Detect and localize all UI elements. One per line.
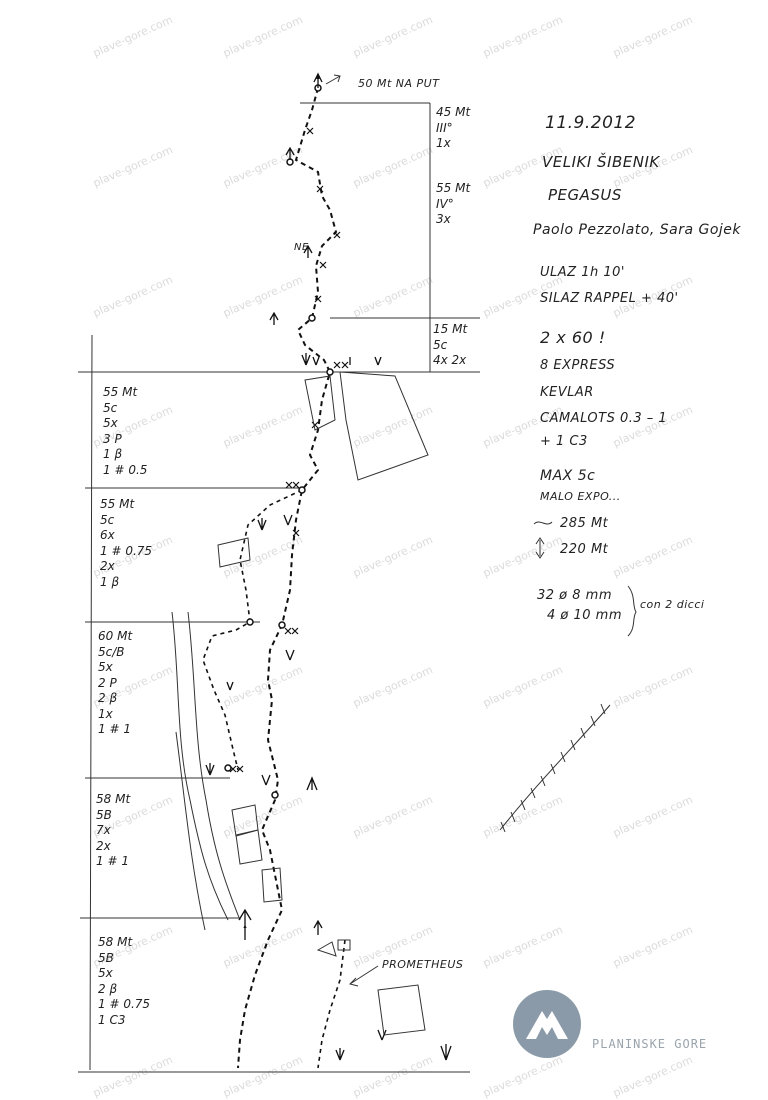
prometheus-line — [317, 939, 346, 1069]
slab-hatch — [500, 703, 606, 833]
height-arrow — [535, 537, 545, 559]
belay-station — [298, 486, 306, 494]
quickdraws: 8 EXPRESS — [540, 358, 616, 373]
length-glyph — [533, 521, 553, 525]
tree-icon — [303, 244, 313, 258]
belay-station — [308, 314, 316, 322]
tree-icon — [285, 146, 295, 160]
rock-block — [316, 941, 337, 957]
bolts-note: con 2 dicci — [640, 598, 705, 611]
belay-station — [326, 368, 334, 376]
pitch-top-3: 15 Mt 5c 4x 2x — [433, 322, 468, 367]
compass-label: NE — [294, 242, 309, 253]
grass-icon — [226, 649, 295, 691]
mountain-logo-icon — [513, 990, 581, 1058]
tree-icon — [313, 72, 323, 88]
gully-line — [171, 611, 229, 921]
belay-station — [224, 764, 232, 772]
slab-line — [499, 704, 611, 831]
logo-text: PLANINSKE GORE — [592, 1037, 708, 1051]
belay-station — [271, 791, 279, 799]
gully-line — [187, 611, 241, 921]
top-arrow — [325, 74, 341, 85]
exposure-note: MALO EXPO... — [540, 490, 621, 503]
bolt-markers — [229, 127, 349, 773]
tree-icon — [238, 908, 252, 940]
grass-icon — [257, 514, 293, 531]
grass-icon — [205, 763, 318, 791]
rock-block — [261, 867, 283, 903]
tree-icon — [313, 919, 323, 935]
kevlar: KEVLAR — [540, 385, 594, 400]
approach-time: ULAZ 1h 10' — [540, 265, 625, 280]
date: 11.9.2012 — [545, 113, 637, 133]
route-line — [237, 87, 338, 1069]
climbers: Paolo Pezzolato, Sara Gojek — [533, 222, 742, 238]
top-frame — [300, 102, 431, 372]
belay-station — [278, 621, 286, 629]
pitch-left-3: 60 Mt 5c/B 5x 2 P 2 β 1x 1 # 1 — [98, 629, 133, 736]
rock-block — [377, 984, 426, 1036]
rope-requirement: 2 x 60 ! — [540, 328, 606, 347]
prometheus-label: PROMETHEUS — [382, 958, 464, 971]
vegetation — [205, 72, 452, 1061]
tree-icon — [269, 311, 279, 325]
rock-block — [235, 829, 263, 865]
route-length: 285 Mt — [560, 516, 609, 531]
rock-block — [337, 939, 351, 951]
pitch-top-1: 45 Mt III° 1x — [436, 105, 471, 150]
rock-block — [339, 371, 429, 481]
pitch-left-5: 58 Mt 5B 5x 2 β 1 # 0.75 1 C3 — [98, 935, 151, 1027]
pitch-top-2: 55 Mt IV° 3x — [436, 181, 471, 226]
belay-station — [246, 618, 254, 626]
camalots-extra: + 1 C3 — [540, 434, 588, 449]
left-frame — [89, 334, 93, 1071]
max-grade: MAX 5c — [540, 468, 596, 484]
prometheus-arrow — [349, 965, 379, 987]
wall-name: VELIKI ŠIBENIK — [542, 153, 660, 171]
bolts-10mm: 4 ø 10 mm — [547, 608, 622, 623]
route-name: PEGASUS — [548, 186, 622, 204]
pitch-left-4: 58 Mt 5B 7x 2x 1 # 1 — [96, 792, 131, 868]
descent-time: SILAZ RAPPEL + 40' — [540, 291, 679, 306]
rock-block — [304, 375, 336, 431]
grass-icon — [335, 1029, 452, 1061]
bolts-8mm: 32 ø 8 mm — [537, 588, 612, 603]
grass-icon — [301, 353, 382, 366]
pitch-left-2: 55 Mt 5c 6x 1 # 0.75 2x 1 β — [100, 497, 153, 589]
top-note: 50 Mt NA PUT — [358, 77, 440, 90]
route-line-left-variant — [202, 489, 303, 771]
gully-line — [175, 731, 206, 931]
wall-height: 220 Mt — [560, 542, 609, 557]
rock-block — [217, 537, 251, 568]
brace — [627, 585, 637, 637]
pitch-left-1: 55 Mt 5c 5x 3 P 1 β 1 # 0.5 — [103, 385, 148, 477]
camalots: CAMALOTS 0.3 – 1 — [540, 411, 668, 426]
